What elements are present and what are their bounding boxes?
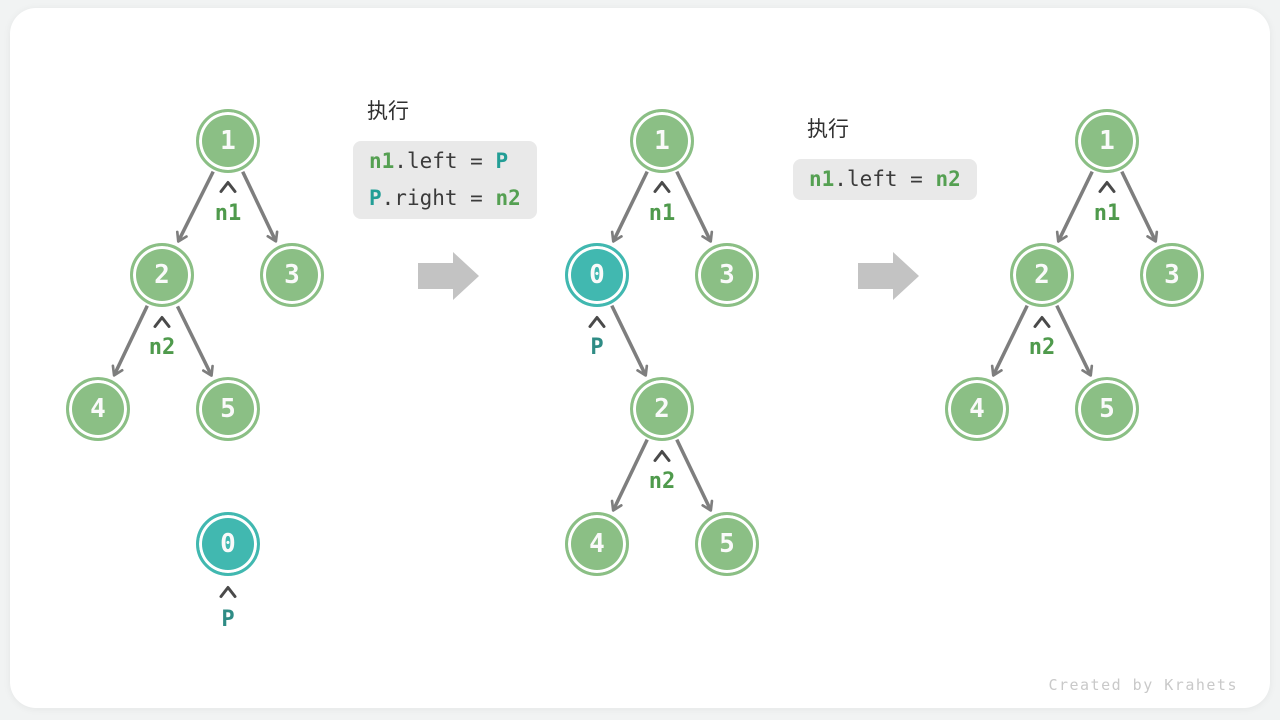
code-token: n1 [809, 167, 835, 191]
step2-code-block: n1.left = n2 [793, 159, 977, 200]
pointer-label-n2: n2 [148, 335, 176, 360]
code-token: .right [381, 186, 458, 210]
code-token: P [495, 149, 509, 173]
right-tree-node-4: 4 [945, 377, 1009, 441]
edge-left-2-5 [175, 305, 214, 377]
code-token: n2 [935, 167, 961, 191]
pointer-label-p: P [590, 335, 604, 360]
left-tree-node-1: 1 [196, 109, 260, 173]
node-value: 4 [969, 394, 985, 424]
mid-tree-node-5: 5 [695, 512, 759, 576]
node-value: 2 [654, 394, 670, 424]
edge-right-2-4 [990, 304, 1029, 377]
code-line: P.right = n2 [369, 180, 521, 217]
code-token: = [457, 186, 496, 210]
pointer-label-n2: n2 [1028, 335, 1056, 360]
mid-tree-node-1: 1 [630, 109, 694, 173]
caret-up-icon [1033, 316, 1051, 328]
node-value: 5 [220, 394, 236, 424]
step2-title: 执行 [807, 117, 849, 141]
left-tree-node-4: 4 [66, 377, 130, 441]
step-arrow-icon [858, 252, 919, 300]
code-token: P [369, 186, 382, 210]
node-value: 1 [654, 126, 670, 156]
node-value: 5 [1099, 394, 1115, 424]
code-token: = [457, 149, 496, 173]
edge-mid-1-0 [610, 170, 649, 243]
node-value: 1 [220, 126, 236, 156]
watermark: Created by Krahets [1048, 676, 1238, 694]
right-tree-node-3: 3 [1140, 243, 1204, 307]
caret-up-icon [588, 316, 606, 328]
left-tree-node-3: 3 [260, 243, 324, 307]
mid-tree-node-0: 0 [565, 243, 629, 307]
node-value: 0 [589, 260, 605, 290]
node-value: 3 [719, 260, 735, 290]
node-value: 2 [1034, 260, 1050, 290]
pointer-label-n2: n2 [648, 469, 676, 494]
right-tree-node-2: 2 [1010, 243, 1074, 307]
node-value: 1 [1099, 126, 1115, 156]
mid-tree-node-3: 3 [695, 243, 759, 307]
pointer-label-n1: n1 [1093, 201, 1121, 226]
pointer-label-p: P [221, 607, 235, 632]
code-token: n1 [369, 149, 395, 173]
node-value: 4 [589, 529, 605, 559]
node-value: 3 [1164, 260, 1180, 290]
code-token: = [897, 167, 936, 191]
caret-up-icon [1098, 181, 1116, 193]
left-tree-node-5: 5 [196, 377, 260, 441]
edge-right-1-2 [1055, 170, 1094, 243]
right-tree-node-1: 1 [1075, 109, 1139, 173]
step1-title: 执行 [367, 99, 409, 123]
caret-up-icon [219, 586, 237, 598]
edge-right-1-3 [1120, 170, 1159, 243]
edge-mid-0-2 [610, 304, 649, 377]
edge-mid-2-5 [675, 438, 714, 512]
edge-left-1-2 [175, 170, 215, 243]
edge-mid-2-4 [610, 438, 649, 512]
code-line: n1.left = P [369, 143, 521, 180]
pointer-label-n1: n1 [648, 201, 676, 226]
mid-tree-node-4: 4 [565, 512, 629, 576]
edge-mid-1-3 [675, 170, 714, 243]
left-tree-node-2: 2 [130, 243, 194, 307]
step-arrow-icon [418, 252, 479, 300]
node-value: 4 [90, 394, 106, 424]
node-value: 2 [154, 260, 170, 290]
edge-left-2-4 [111, 304, 149, 377]
caret-up-icon [653, 181, 671, 193]
left-tree-node-0-detached: 0 [196, 512, 260, 576]
code-token: .left [394, 149, 458, 173]
mid-tree-node-2: 2 [630, 377, 694, 441]
node-value: 3 [284, 260, 300, 290]
code-token: n2 [495, 186, 521, 210]
caret-up-icon [219, 181, 237, 193]
node-value: 5 [719, 529, 735, 559]
caret-up-icon [653, 450, 671, 462]
edge-right-2-5 [1055, 304, 1094, 377]
node-value: 0 [220, 529, 236, 559]
edge-left-1-3 [241, 170, 279, 243]
code-token: .left [834, 167, 898, 191]
caret-up-icon [153, 316, 171, 328]
right-tree-node-5: 5 [1075, 377, 1139, 441]
code-line: n1.left = n2 [809, 161, 961, 198]
pointer-label-n1: n1 [214, 201, 242, 226]
